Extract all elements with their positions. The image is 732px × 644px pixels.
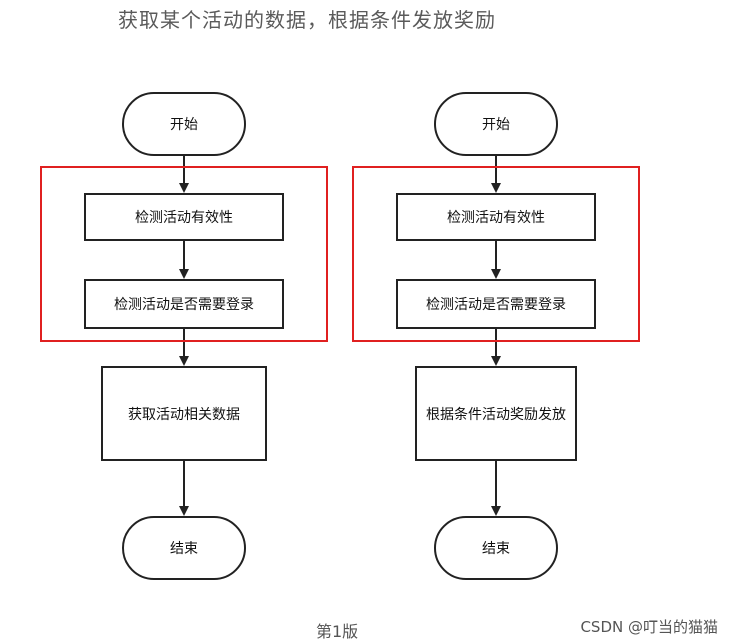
end-node-left: 结束	[122, 516, 246, 580]
version-caption: 第1版	[316, 622, 359, 641]
end-node-right: 结束	[434, 516, 558, 580]
start-node-right: 开始	[434, 92, 558, 156]
validation-group-right	[352, 166, 640, 342]
csdn-watermark: CSDN @叮当的猫猫	[580, 618, 718, 636]
fetch-data-node-left: 获取活动相关数据	[101, 366, 267, 461]
check-validity-node-left: 检测活动有效性	[84, 193, 284, 241]
grant-reward-node-right: 根据条件活动奖励发放	[415, 366, 577, 461]
start-node-left: 开始	[122, 92, 246, 156]
validation-group-left	[40, 166, 328, 342]
diagram-heading: 获取某个活动的数据，根据条件发放奖励	[118, 8, 496, 32]
check-validity-node-right: 检测活动有效性	[396, 193, 596, 241]
check-login-node-right: 检测活动是否需要登录	[396, 279, 596, 329]
check-login-node-left: 检测活动是否需要登录	[84, 279, 284, 329]
